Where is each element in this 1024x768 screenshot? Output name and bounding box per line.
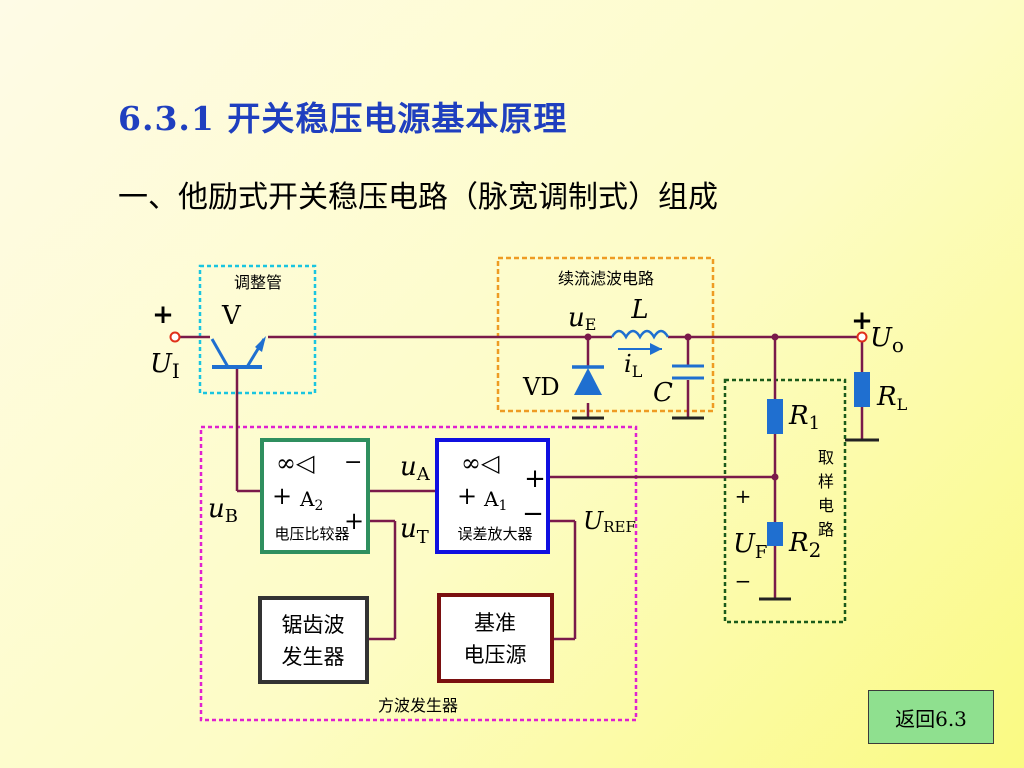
rl-label: RL <box>876 382 908 414</box>
reference-line2: 电压源 <box>464 643 527 667</box>
error-amp-plus-left: + <box>457 482 477 510</box>
ue-label: uE <box>568 303 596 334</box>
uf-plus-sign: + <box>735 484 752 508</box>
comparator-block <box>260 438 370 554</box>
transistor-label: V <box>221 301 242 331</box>
reference-line1: 基准 <box>474 611 516 635</box>
output-plus-sign: + <box>851 306 873 336</box>
error-amp-name: A1 <box>483 487 507 514</box>
error-amp-opamp-symbol: ∞◁ <box>461 449 500 477</box>
comparator-opamp-symbol: ∞◁ <box>276 449 315 477</box>
sampling-circuit-label: 取 样 电 路 <box>818 448 834 539</box>
square-wave-generator-box <box>199 425 638 722</box>
error-amp-label: 误差放大器 <box>457 525 532 543</box>
comparator-minus: − <box>344 450 362 475</box>
page-title: 6.3.1 开关稳压电源基本原理 <box>118 99 568 138</box>
comparator-label: 电压比较器 <box>274 525 349 543</box>
square-wave-generator-label: 方波发生器 <box>378 696 458 715</box>
r1-label: R1 <box>788 401 820 434</box>
transistor-v <box>210 336 266 369</box>
junction-dots <box>584 333 779 481</box>
sawtooth-line2: 发生器 <box>282 645 345 669</box>
sawtooth-generator-block <box>258 596 369 684</box>
reference-voltage-block <box>437 593 554 683</box>
sampling-char: 取 <box>818 448 834 467</box>
page-subtitle: 一、他励式开关稳压电路（脉宽调制式）组成 <box>118 180 718 215</box>
sawtooth-line1: 锯齿波 <box>282 613 345 637</box>
input-plus-sign: + <box>152 300 174 330</box>
input-terminal <box>169 331 181 343</box>
resistor-rl <box>854 372 870 407</box>
output-terminal <box>856 331 868 343</box>
ut-label: uT <box>400 514 429 548</box>
sampling-circuit-box <box>723 378 847 624</box>
sampling-char: 样 <box>818 472 834 491</box>
diode-label: VD <box>522 373 560 401</box>
back-button[interactable]: 返回6.3 <box>868 690 994 744</box>
input-voltage-label: UI <box>150 349 180 383</box>
regulator-tube-box <box>198 264 317 395</box>
capacitor-label: C <box>653 378 673 408</box>
uf-minus-sign: − <box>735 569 752 593</box>
inductor-current-label: iL <box>624 350 643 381</box>
sampling-char: 路 <box>818 520 834 539</box>
ground-symbols <box>572 416 879 601</box>
error-amp-minus-right: − <box>522 499 544 529</box>
resistor-r2 <box>767 522 783 546</box>
ub-label: uB <box>208 494 238 527</box>
inductor-l <box>610 329 670 340</box>
inductor-label: L <box>630 295 648 325</box>
comparator-name: A2 <box>299 487 323 514</box>
sampling-char: 电 <box>818 496 834 515</box>
diode-vd <box>572 365 604 395</box>
r2-label: R2 <box>788 528 821 562</box>
ua-label: uA <box>400 452 431 485</box>
error-amp-block <box>435 438 550 554</box>
freewheel-filter-box <box>496 256 715 413</box>
freewheel-filter-label: 续流滤波电路 <box>558 269 654 288</box>
uref-label: UREF <box>583 507 636 536</box>
comparator-plus: + <box>272 482 292 510</box>
comparator-plus-input: + <box>344 507 364 535</box>
resistor-r1 <box>767 399 783 434</box>
output-voltage-label: Uo <box>870 323 904 357</box>
capacitor-c <box>672 364 704 380</box>
uf-label: UF <box>733 529 767 563</box>
regulator-tube-label: 调整管 <box>234 273 282 292</box>
wires <box>180 335 864 641</box>
error-amp-plus-right: + <box>524 464 546 494</box>
